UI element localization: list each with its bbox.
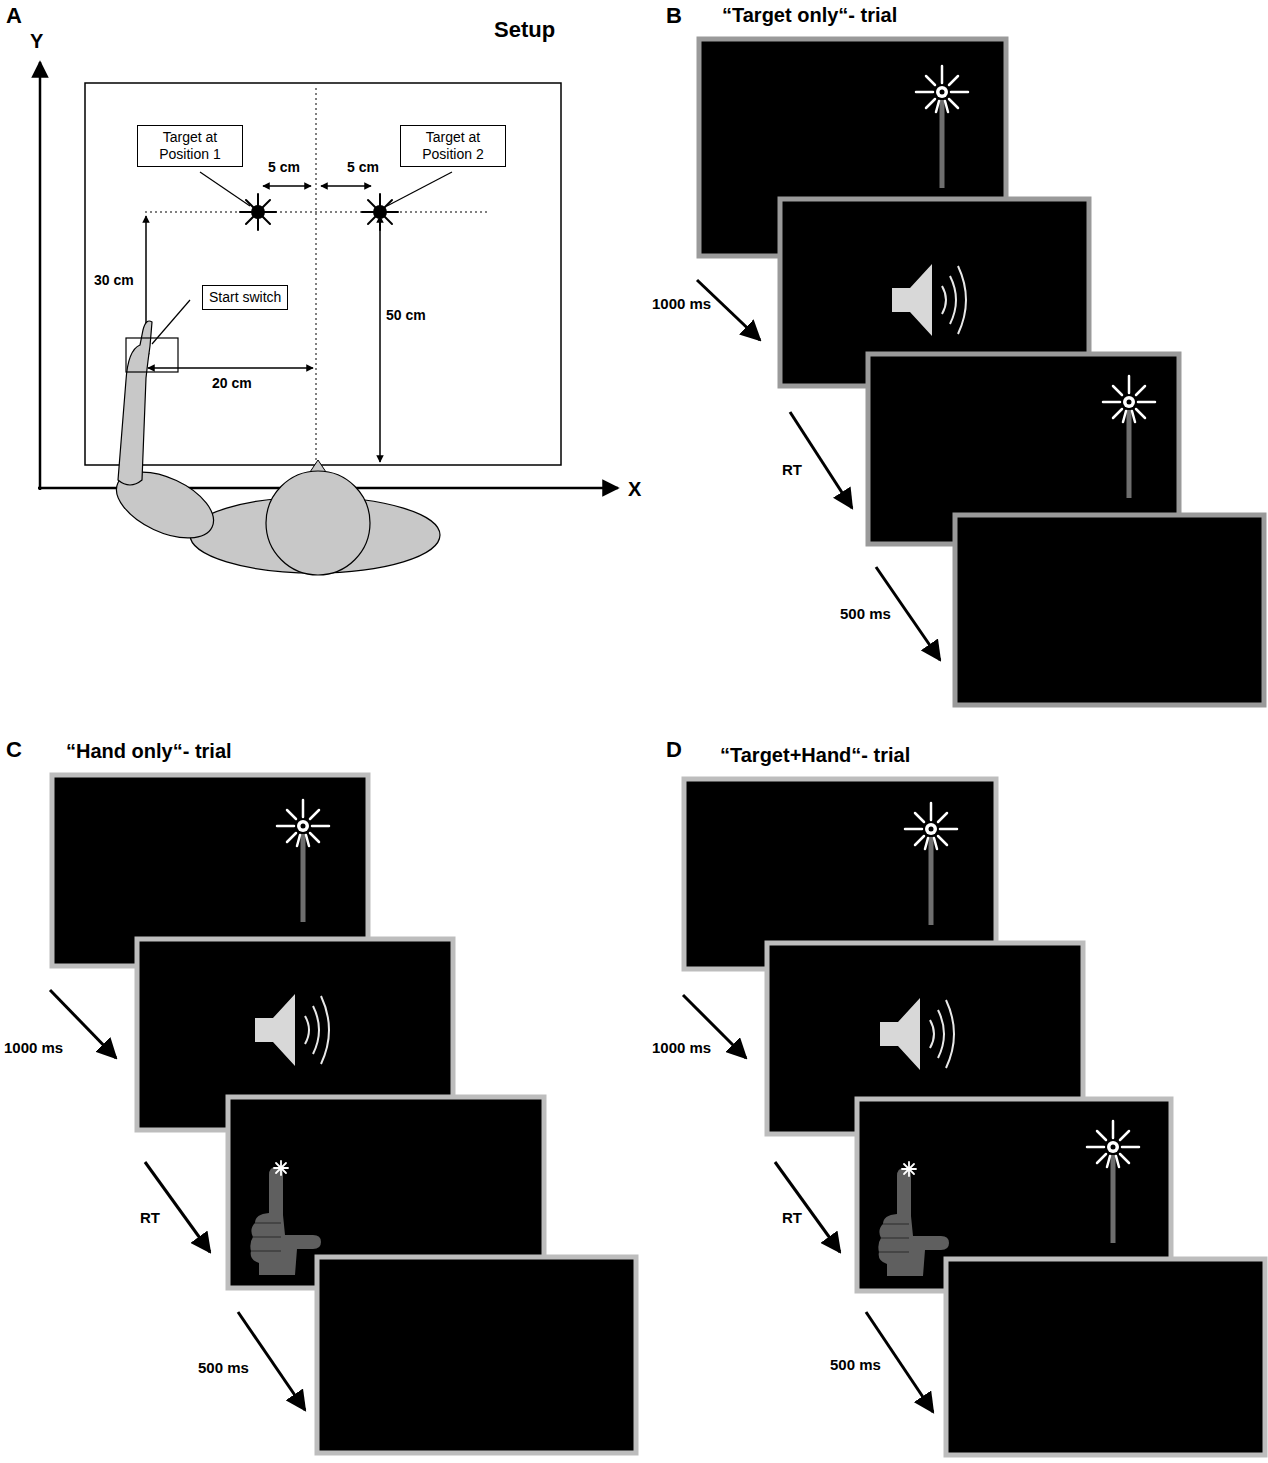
duration: RT xyxy=(782,462,802,479)
panel-title: “Target only“- trial xyxy=(722,4,897,26)
axis-label: Y xyxy=(30,30,43,52)
trial-screens-b xyxy=(697,39,1264,705)
callout-box: Start switch xyxy=(202,285,288,310)
panel-letter: B xyxy=(666,4,682,28)
duration: 1000 ms xyxy=(652,296,711,313)
trial-screens-c xyxy=(50,775,636,1453)
duration: RT xyxy=(782,1210,802,1227)
duration: 500 ms xyxy=(198,1360,249,1377)
callout-box: Target at Position 2 xyxy=(400,125,506,167)
duration: 1000 ms xyxy=(4,1040,63,1057)
panel-letter: C xyxy=(6,738,22,762)
dimension: 30 cm xyxy=(94,273,134,288)
dimension: 20 cm xyxy=(212,376,252,391)
axis-label: X xyxy=(628,478,641,500)
dimension: 50 cm xyxy=(386,308,426,323)
panel-title: “Target+Hand“- trial xyxy=(720,744,910,766)
callout-text: Start switch xyxy=(209,289,281,306)
panel-title: “Hand only“- trial xyxy=(66,740,232,762)
duration: 500 ms xyxy=(840,606,891,623)
dimension: 5 cm xyxy=(268,160,300,175)
duration: 500 ms xyxy=(830,1357,881,1374)
setup-drawing xyxy=(38,62,618,575)
panel-letter: A xyxy=(6,4,22,28)
duration: 1000 ms xyxy=(652,1040,711,1057)
duration: RT xyxy=(140,1210,160,1227)
panel-title: Setup xyxy=(494,18,555,42)
callout-text: Target at Position 1 xyxy=(144,129,236,163)
callout-box: Target at Position 1 xyxy=(137,125,243,167)
dimension: 5 cm xyxy=(347,160,379,175)
panel-letter: D xyxy=(666,738,682,762)
callout-text: Target at Position 2 xyxy=(407,129,499,163)
trial-screens-d xyxy=(683,779,1265,1455)
